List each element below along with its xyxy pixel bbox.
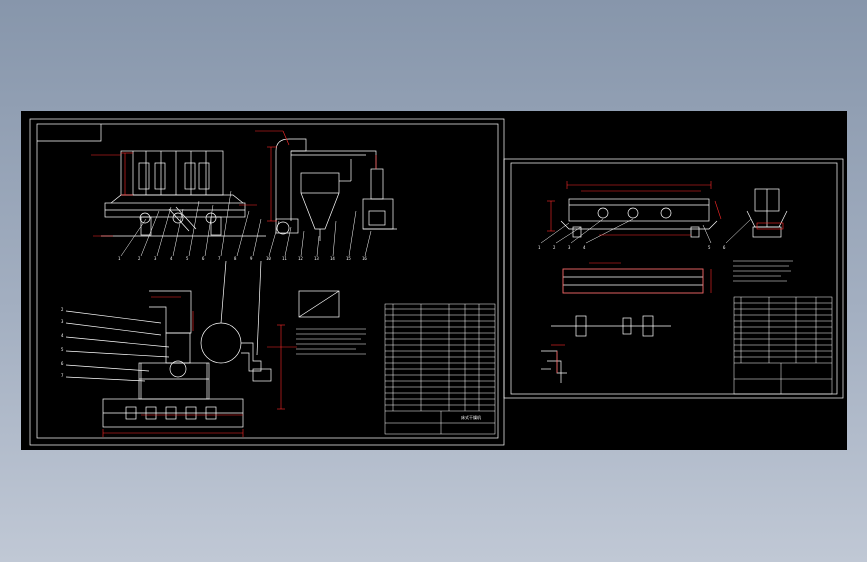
balloon-2: 2 — [138, 256, 141, 261]
sheet-right — [503, 158, 844, 399]
technical-notes-right — [733, 260, 793, 282]
leaders-right — [540, 218, 752, 244]
detail-balloon-4: 4 — [61, 333, 64, 338]
detail-balloon-6: 6 — [61, 361, 64, 366]
balloon-9: 9 — [250, 256, 253, 261]
duct-cyclone-assembly — [275, 138, 397, 241]
detail-balloon-3: 3 — [61, 319, 64, 324]
balloon-14: 14 — [330, 256, 335, 261]
balloon-15: 15 — [346, 256, 351, 261]
balloon-4: 4 — [170, 256, 173, 261]
right-balloon-4: 4 — [583, 245, 586, 250]
balloon-3: 3 — [154, 256, 157, 261]
balloon-12: 12 — [298, 256, 303, 261]
dimensions-right — [547, 181, 784, 373]
detail-balloon-5: 5 — [61, 347, 64, 352]
part-number-labels-right: 1 2 3 4 5 6 — [538, 245, 726, 250]
sheet-left-outer-border — [29, 118, 505, 446]
right-balloon-1: 1 — [538, 245, 541, 250]
drawing-canvas: 1 2 3 4 5 6 7 8 9 10 11 12 13 14 15 16 2… — [29, 118, 844, 446]
balloon-5: 5 — [186, 256, 189, 261]
dimensions-detail — [102, 296, 297, 437]
bed-end-view — [746, 188, 788, 238]
right-balloon-2: 2 — [553, 245, 556, 250]
title-block-right — [733, 296, 833, 395]
balloon-6: 6 — [202, 256, 205, 261]
balloon-10: 10 — [266, 256, 271, 261]
sheet-left-corner-box — [37, 124, 102, 142]
right-balloon-6: 6 — [723, 245, 726, 250]
sheet-right-inner-border — [510, 162, 838, 395]
sheet-left — [29, 118, 505, 446]
bed-top-view — [562, 268, 704, 294]
balloon-16: 16 — [362, 256, 367, 261]
balloon-8: 8 — [234, 256, 237, 261]
detail-view-assembly — [65, 260, 340, 428]
technical-notes-left — [296, 328, 366, 355]
right-balloon-3: 3 — [568, 245, 571, 250]
right-balloon-5: 5 — [708, 245, 711, 250]
title-block-left — [384, 303, 496, 435]
dryer-bed-assembly — [101, 150, 266, 237]
detail-balloon-7: 7 — [61, 373, 64, 378]
sheet-left-inner-border — [36, 123, 499, 439]
part-number-labels-left: 1 2 3 4 5 6 7 8 9 10 11 12 13 14 15 16 2… — [61, 256, 481, 420]
leader-lines — [120, 190, 372, 257]
title-block-name: 床式干燥机 — [461, 414, 481, 420]
dimensions-left — [91, 130, 377, 237]
shaft-detail — [551, 315, 671, 337]
balloon-13: 13 — [314, 256, 319, 261]
bed-side-view — [560, 198, 718, 238]
cad-viewport[interactable]: 1 2 3 4 5 6 7 8 9 10 11 12 13 14 15 16 2… — [21, 111, 847, 450]
balloon-1: 1 — [118, 256, 121, 261]
section-detail — [541, 350, 567, 383]
balloon-7: 7 — [218, 256, 221, 261]
balloon-11: 11 — [282, 256, 287, 261]
detail-balloon-2: 2 — [61, 307, 64, 312]
sheet-right-outer-border — [503, 158, 844, 399]
